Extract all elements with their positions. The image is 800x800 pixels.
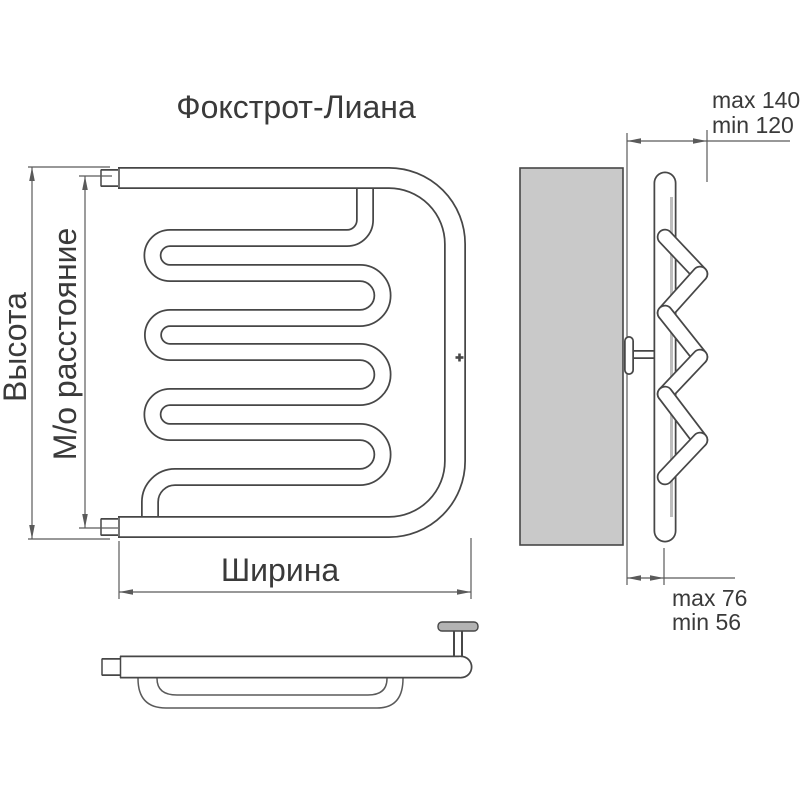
vent-marker-icon	[455, 353, 464, 362]
depth-max-label: max 140	[712, 87, 800, 113]
side-view	[519, 133, 709, 585]
depth-dimension: max 140 min 120	[627, 87, 800, 182]
page-title: Фокстрот-Лиана	[176, 89, 416, 125]
bottom-view	[101, 621, 479, 709]
wall-offset-dimension: max 76 min 56	[627, 548, 747, 635]
offset-max-label: max 76	[672, 585, 747, 611]
width-dimension: Ширина	[118, 538, 472, 599]
height-dimension: Высота	[0, 166, 110, 540]
depth-min-label: min 120	[712, 112, 794, 138]
serpentine-bore	[142, 189, 390, 516]
side-serpentine-zigzag	[656, 228, 709, 486]
mounting-distance-label: М/о расстояние	[47, 228, 83, 461]
plan-loop-inner	[156, 678, 388, 696]
height-label: Высота	[0, 292, 33, 402]
plan-loop-outer	[137, 678, 404, 709]
wall	[519, 167, 624, 546]
plan-bracket-flange	[437, 621, 479, 632]
width-label: Ширина	[221, 552, 340, 588]
offset-min-label: min 56	[672, 609, 741, 635]
mounting-distance-dimension: М/о расстояние	[47, 175, 118, 529]
plan-tube-end-cap-bore	[451, 657, 471, 677]
frame-tube-bore	[118, 168, 465, 537]
front-view	[100, 167, 466, 538]
